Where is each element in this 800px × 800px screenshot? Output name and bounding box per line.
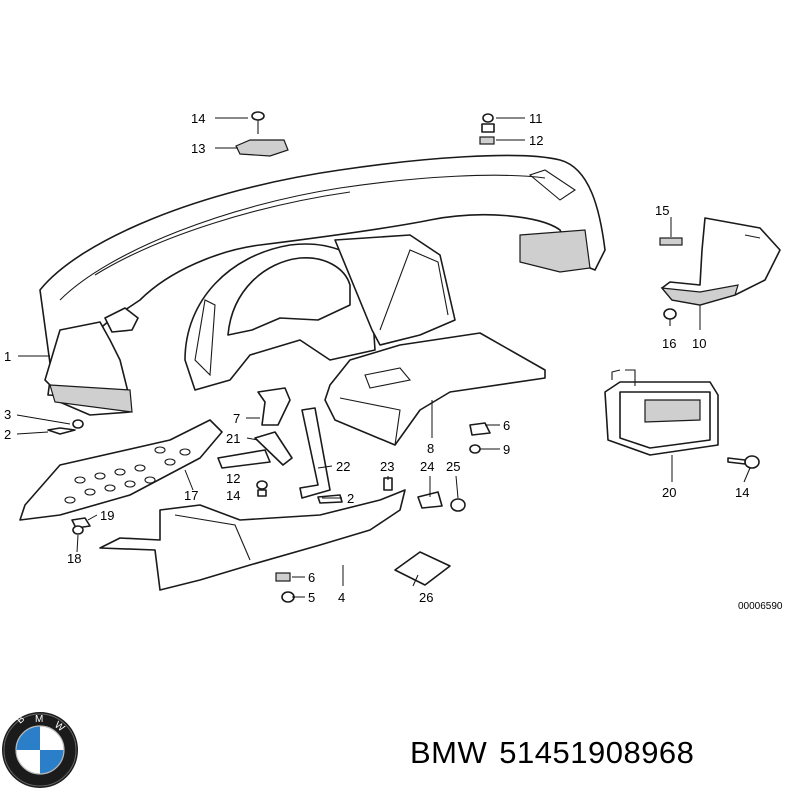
knee-trim-part-4 [99, 489, 406, 591]
callout-15: 15 [655, 203, 669, 218]
part-number: 51451908968 [499, 735, 695, 770]
callout-11: 11 [529, 111, 543, 126]
lower-trim-part-17 [19, 419, 223, 521]
callout-23: 23 [380, 459, 394, 474]
callout-14-mid: 14 [226, 488, 240, 503]
dashboard-assembly [39, 154, 606, 416]
callout-3: 3 [4, 407, 11, 422]
callout-20: 20 [662, 485, 676, 500]
callout-13: 13 [191, 141, 205, 156]
callout-17: 17 [184, 488, 198, 503]
support-brackets [217, 387, 451, 586]
callout-labels: 14 13 11 12 15 10 16 1 3 2 7 21 12 14 17… [4, 111, 783, 612]
callout-24: 24 [420, 459, 434, 474]
callout-6-bottom: 6 [308, 570, 315, 585]
callout-12-top: 12 [529, 133, 543, 148]
callout-10: 10 [692, 336, 706, 351]
callout-5: 5 [308, 590, 315, 605]
svg-text:M: M [35, 714, 43, 725]
callout-1: 1 [4, 349, 11, 364]
brand-name: BMW [410, 735, 488, 770]
part-caption: BMW 51451908968 [410, 735, 706, 771]
callout-8: 8 [427, 441, 434, 456]
callout-22: 22 [336, 459, 350, 474]
callout-9: 9 [503, 442, 510, 457]
callout-4: 4 [338, 590, 345, 605]
callout-2-left: 2 [4, 427, 11, 442]
callout-16: 16 [662, 336, 676, 351]
callout-2-mid: 2 [347, 491, 354, 506]
callout-21: 21 [226, 431, 240, 446]
callout-6-right: 6 [503, 418, 510, 433]
bracket-part-10 [660, 217, 781, 326]
image-code: 00006590 [738, 601, 783, 612]
callout-18: 18 [67, 551, 81, 566]
tray-part-20 [604, 369, 719, 456]
leader-lines [16, 117, 751, 598]
fasteners [47, 419, 760, 603]
bmw-logo: B M W [2, 712, 78, 788]
callout-12-mid: 12 [226, 471, 240, 486]
callout-25: 25 [446, 459, 460, 474]
callout-26: 26 [419, 590, 433, 605]
callout-14-top: 14 [191, 111, 205, 126]
callout-19: 19 [100, 508, 114, 523]
callout-7: 7 [233, 411, 240, 426]
callout-14-right: 14 [735, 485, 749, 500]
clip-parts-top [235, 111, 683, 246]
glovebox-part-8 [324, 332, 546, 446]
